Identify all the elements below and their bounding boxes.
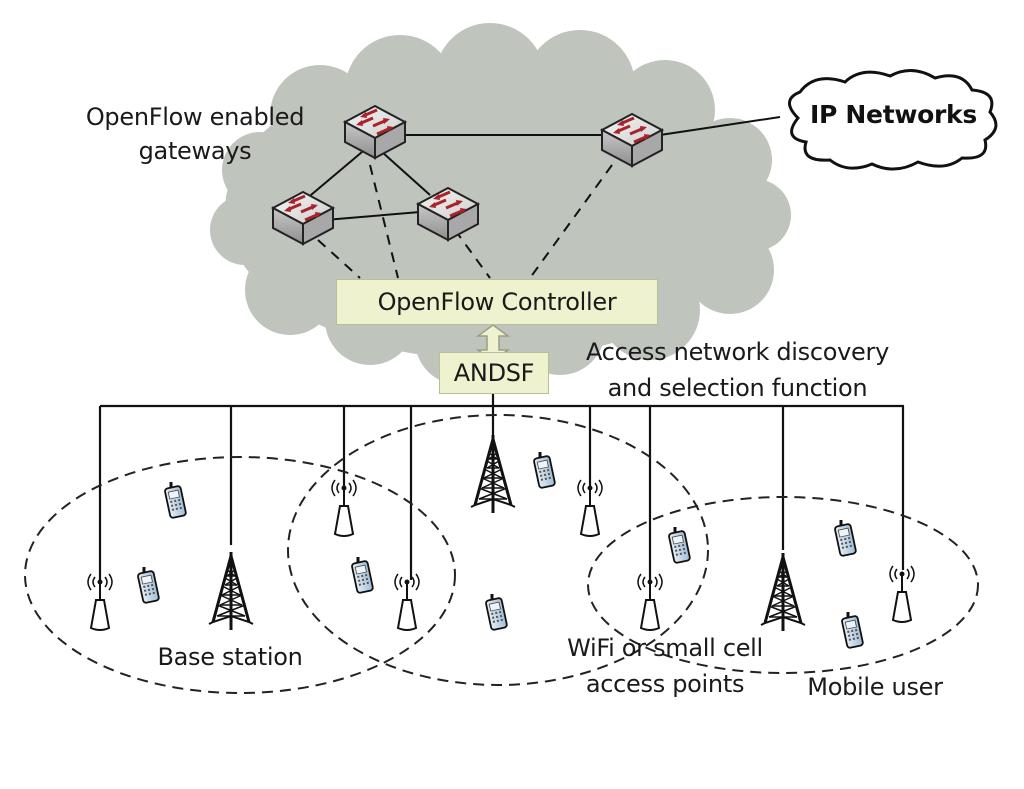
base-station-tower-icon (207, 550, 255, 632)
ip-networks-label: IP Networks (810, 100, 977, 129)
mobile-phone-icon (483, 592, 509, 632)
openflow-controller-box: OpenFlow Controller (336, 279, 658, 325)
wifi-access-points-label: WiFi or small cell access points (545, 633, 785, 699)
wifi-access-point-icon (87, 573, 113, 631)
base-station-label: Base station (157, 643, 303, 671)
mobile-phone-icon (666, 525, 692, 565)
wifi-label-line-1: WiFi or small cell (567, 634, 763, 662)
gateways-label-line-2: gateways (138, 137, 252, 165)
access-bus (98, 393, 905, 580)
wifi-access-point-icon (394, 573, 420, 631)
gateways-label-line-1: OpenFlow enabled (85, 103, 305, 131)
wifi-access-point-icon (331, 479, 357, 537)
andsf-description: Access network discovery and selection f… (565, 337, 910, 403)
base-station-tower-icon (469, 433, 517, 515)
mobile-user-label: Mobile user (807, 673, 943, 701)
mobile-phone-icon (531, 450, 557, 490)
mobile-phone-icon (135, 565, 161, 605)
andsf-description-line-2: and selection function (607, 374, 868, 402)
mobile-phone-icon (162, 480, 188, 520)
gateway-links (304, 116, 781, 221)
mobile-phone-icon (839, 610, 865, 650)
andsf-description-line-1: Access network discovery (585, 338, 889, 366)
wifi-access-point-icon (637, 573, 663, 631)
base-station-tower-icon (759, 551, 807, 633)
andsf-box: ANDSF (439, 352, 549, 394)
wifi-access-point-icon (889, 565, 915, 623)
gateways-label: OpenFlow enabled gateways (70, 102, 320, 166)
wifi-access-point-icon (577, 479, 603, 537)
mobile-phone-icon (349, 555, 375, 595)
mobile-phone-icon (832, 518, 858, 558)
ip-networks-cloud (788, 69, 998, 171)
controller-links (317, 164, 613, 279)
wifi-label-line-2: access points (585, 670, 745, 698)
coverage-areas (24, 414, 979, 694)
